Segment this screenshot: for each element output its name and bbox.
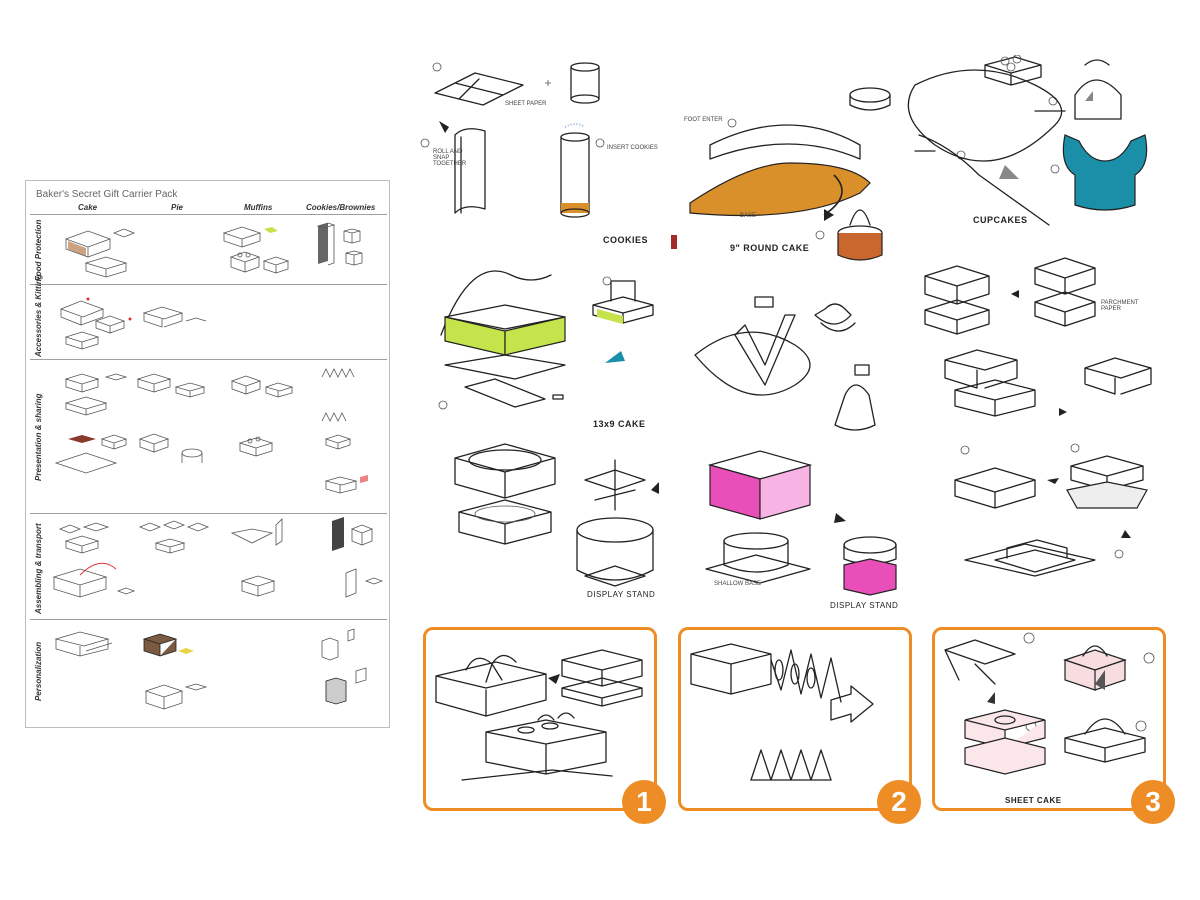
highlight-badge-2: 2 <box>877 780 921 824</box>
sketch-13x9-cake: 13x9 CAKE <box>425 265 675 435</box>
sketch-folding-carrier <box>685 275 885 450</box>
round-cake-note-b: BASE <box>740 213 757 219</box>
thumb-personal-cookies <box>321 628 367 705</box>
sheet-cake-caption: SHEET CAKE <box>1005 796 1062 805</box>
round-cake-caption: 9" ROUND CAKE <box>730 243 810 253</box>
row-divider <box>30 214 387 215</box>
cookies-step1-note: SHEET PAPER <box>505 101 547 107</box>
thumb-presentation-pie <box>136 373 206 463</box>
highlight-badge-3: 3 <box>1131 780 1175 824</box>
thumb-transport-muffins <box>230 518 283 597</box>
thumb-cake-box <box>64 228 136 278</box>
sketch-display-stand-b: SHALLOW BASE DISPLAY STAND <box>700 445 910 615</box>
thumb-personal-pie <box>142 633 208 710</box>
cookies-step3-note: INSERT COOKIES <box>607 145 658 151</box>
display-stand-b-caption: DISPLAY STAND <box>830 601 899 610</box>
sketch-display-stand-a: DISPLAY STAND <box>435 440 685 610</box>
cookies-caption: COOKIES <box>603 235 649 245</box>
column-header-muffins: Muffins <box>244 203 273 212</box>
column-header-cookies-brownies: Cookies/Brownies <box>306 203 376 212</box>
matrix-thumbnail-sketches <box>52 222 384 710</box>
highlight-frame-2: 2 <box>678 627 921 824</box>
matrix-title: Baker's Secret Gift Carrier Pack <box>36 189 178 200</box>
thumb-presentation-cake <box>54 373 128 474</box>
thumb-transport-pie <box>138 520 210 554</box>
thumb-transport-cake <box>52 522 136 598</box>
row-divider <box>30 619 387 620</box>
display-stand-a-caption: DISPLAY STAND <box>587 590 656 599</box>
sketch-board: SHEET PAPER ROLL AND SNAP TOGETHER INSER… <box>415 54 1190 625</box>
thumb-muffin-tray <box>222 226 290 274</box>
highlight-frame-3: SHEET CAKE 3 <box>932 627 1175 824</box>
column-header-cake: Cake <box>78 203 98 212</box>
thumb-presentation-cookies <box>321 368 368 494</box>
row-divider <box>30 284 387 285</box>
cookies-step2-note: ROLL AND SNAP TOGETHER <box>433 149 467 167</box>
thumb-personal-cake <box>54 631 113 657</box>
thumb-presentation-muffins <box>230 375 294 457</box>
sketch-round-cake: FOOT ENTER BASE 9" ROUND CAKE <box>680 65 900 265</box>
highlight-frame-1: 1 <box>423 627 666 824</box>
sketch-cookies: SHEET PAPER ROLL AND SNAP TOGETHER INSER… <box>415 55 665 255</box>
brownies-note: PARCHMENT PAPER <box>1101 300 1139 312</box>
row-divider <box>30 359 387 360</box>
sketch-cookie-layered-boxes: PARCHMENT PAPER <box>915 240 1190 440</box>
cupcakes-caption: CUPCAKES <box>973 215 1028 225</box>
row-divider <box>30 513 387 514</box>
13x9-caption: 13x9 CAKE <box>593 419 646 429</box>
sketch-sheet-box <box>935 440 1190 610</box>
concept-matrix-sheet: Baker's Secret Gift Carrier Pack Cake Pi… <box>25 180 390 728</box>
thumb-transport-cookies <box>332 517 384 598</box>
divider-mark <box>671 235 677 249</box>
highlight-badge-1: 1 <box>622 780 666 824</box>
display-stand-b-note: SHALLOW BASE <box>714 581 762 587</box>
thumb-cake-kit <box>59 297 132 350</box>
thumb-pie-kit <box>142 306 207 328</box>
column-header-pie: Pie <box>171 203 184 212</box>
sketch-cupcakes: CUPCAKES <box>905 54 1190 255</box>
thumb-cookie-tube <box>316 222 363 266</box>
round-cake-note-a: FOOT ENTER <box>684 117 723 123</box>
